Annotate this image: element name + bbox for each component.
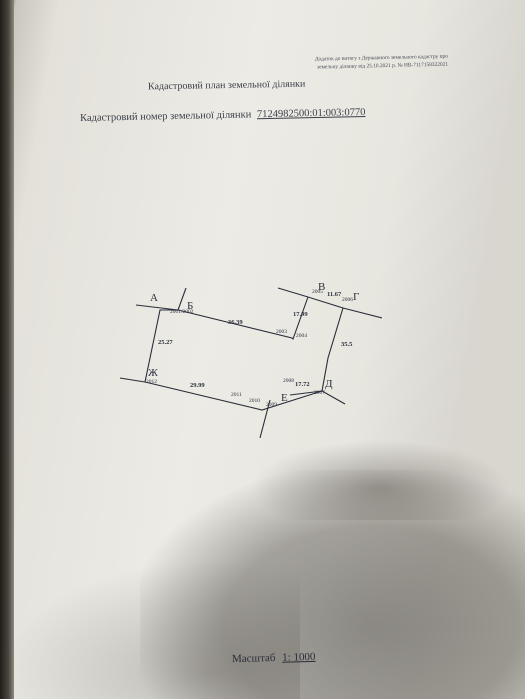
length-label-17-72: 17.72 <box>295 381 310 388</box>
vertex-label-e: Е <box>281 392 288 404</box>
point-id-d: 2007 <box>314 390 325 396</box>
point-id-e-c: 2009 <box>266 402 277 408</box>
scale-ratio: 1: 1000 <box>282 650 316 664</box>
ext-line-zh <box>119 377 146 383</box>
ext-line-a <box>135 304 179 311</box>
length-label-36-39: 36.39 <box>228 319 243 326</box>
ext-line-e-down <box>259 399 271 439</box>
length-label-17-99: 17.99 <box>293 311 308 318</box>
length-label-25-27: 25.27 <box>158 339 173 346</box>
scale-label: Масштаб <box>231 651 276 666</box>
page-edge-shadow <box>0 0 14 699</box>
ext-line-v <box>277 287 309 298</box>
vertex-label-zh: Ж <box>148 367 158 379</box>
point-id-mid-b: 2004 <box>296 333 307 339</box>
length-label-11-67: 11.67 <box>327 291 342 298</box>
vertex-label-d: Д <box>325 378 333 390</box>
vertex-label-g: Г <box>353 291 359 303</box>
ext-line-g <box>342 307 383 319</box>
point-id-v: 2005 <box>312 289 323 295</box>
ext-line-b-top <box>177 287 187 311</box>
length-label-35-5: 35.5 <box>341 341 353 348</box>
point-id-b: 2001/2002 <box>170 309 194 315</box>
ext-line-d-left <box>289 390 323 396</box>
point-id-d-top: 2008 <box>283 378 294 384</box>
point-id-g: 2006 <box>342 297 353 303</box>
ext-line-d <box>321 390 346 405</box>
point-id-mid-a: 2003 <box>276 329 287 335</box>
parcel-boundary <box>144 296 344 411</box>
point-id-e-b: 2010 <box>249 398 260 404</box>
vertex-label-b: Б <box>187 300 193 312</box>
point-id-zh: 2012 <box>146 379 157 385</box>
length-label-29-99: 29.99 <box>190 382 205 389</box>
scale-line: Масштаб 1: 1000 <box>232 651 316 665</box>
vertex-label-v: В <box>318 281 325 293</box>
point-id-e-a: 2011 <box>231 392 242 398</box>
vertex-label-a: А <box>150 292 158 304</box>
